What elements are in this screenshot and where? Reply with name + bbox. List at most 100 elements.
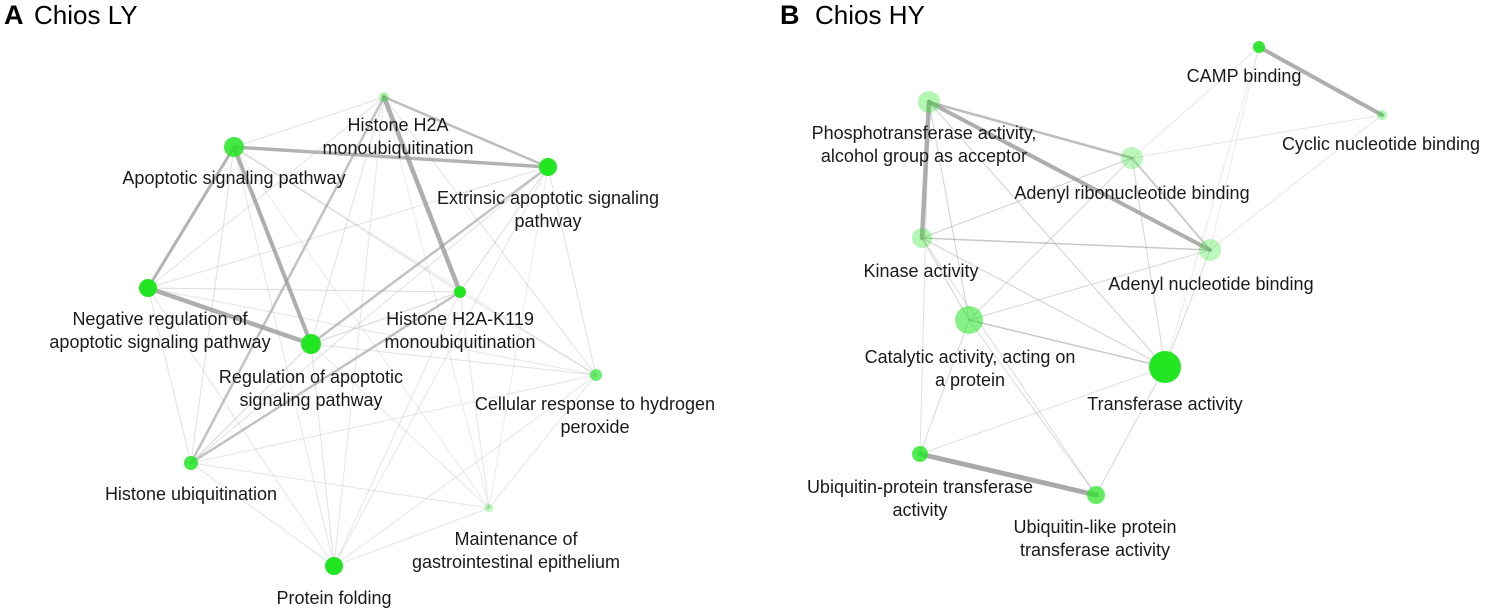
panel-a-edge-k119-gastro [459,291,490,509]
panel-b-edge-cat-adnuc [968,249,1211,321]
panel-a-edge-k119-reg [310,291,461,345]
panel-a-edge-h2a-reg [310,96,385,345]
panel-a-edge-h2a-k119 [381,94,463,295]
panel-b-label-trans: Transferase activity [1087,394,1242,414]
panel-a-edge-hubi-gastro [190,462,490,509]
panel-a-node-reg [301,334,321,354]
panel-b-nodes [912,41,1387,504]
panel-b-edge-cat-trans [968,319,1166,368]
panel-b-label-cyc-line: Cyclic nucleotide binding [1282,134,1480,154]
panel-a-label-h2a: Histone H2A monoubiquitination [322,115,473,158]
panel-b-label-ubp-line: activity [892,500,947,520]
panel-b-edge-phos-cat [928,101,970,321]
panel-a-edge-fold-gastro [333,507,490,567]
panel-a-node-hubi [184,456,198,470]
panel-a-nodes [139,92,602,575]
panel-a-label-h2a-line: Histone H2A [347,115,448,135]
panel-b-letter: B [780,0,800,30]
panel-a-edge-apop-reg [232,145,313,346]
panel-a-title: Chios LY [34,0,138,30]
panel-b-node-trans [1149,351,1181,383]
panel-b-node-kin [912,228,932,248]
panel-a-label-neg-line: Negative regulation of [72,309,248,329]
panel-a-label-apop-line: Apoptotic signaling pathway [122,168,345,188]
panel-a-node-k119 [454,286,466,298]
panel-b-node-cyc [1377,110,1387,120]
panel-b-edge-camp-cyc [1257,45,1384,117]
panel-a-edge-neg-hubi [147,287,192,464]
panel-a-edge-apop-neg [146,145,236,290]
panel-a-label-gastro-line: gastrointestinal epithelium [412,552,620,572]
panel-b-label-phos-line: Phosphotransferase activity, [812,123,1037,143]
panel-a-edge-hubi-fold [190,462,335,567]
panel-b-node-adnuc [1199,239,1221,261]
panel-b-edge-phos-adribo [927,100,1134,160]
panel-b-edge-adnuc-camp [1209,46,1260,251]
panel-a-label-h2o2: Cellular response to hydrogen peroxide [475,394,715,437]
panel-a-node-extr [539,158,557,176]
panel-a-label-reg-line: Regulation of apoptotic [219,367,403,387]
panel-b-edge-adribo-cyc [1131,114,1383,159]
panel-a-edge-h2a-neg [147,96,385,289]
panel-b-node-cat [955,306,983,334]
panel-a-edge-neg-k119 [147,287,461,293]
panel-b-edge-kin-trans [921,237,1166,368]
panel-b-label-cat-line: a protein [935,370,1005,390]
panel-a-label-k119-line: Histone H2A-K119 [386,309,534,329]
panel-a-label-gastro: Maintenance of gastrointestinal epitheliu… [412,529,620,572]
panel-a-edge-h2o2-fold [333,374,597,567]
panel-a-edge-extr-h2o2 [547,166,597,376]
panel-a-label-h2o2-line: Cellular response to hydrogen [475,394,715,414]
panel-b-edge-phos-ubp [919,101,930,455]
panel-b-node-adribo [1121,147,1143,169]
panel-b-label-trans-line: Transferase activity [1087,394,1242,414]
panel-a-edge-k119-hubi [189,290,462,465]
panel-a-edge-reg-hubi [190,343,312,464]
panel-b-edge-cat-ubp [919,319,970,455]
panel-a-label-hubi-line: Histone ubiquitination [105,484,277,504]
panel-a-edge-apop-h2o2 [233,146,597,376]
panel-a-node-h2o2 [590,369,602,381]
panel-a-node-neg [139,279,157,297]
panel-a-node-apop [224,137,244,157]
panel-a-label-h2o2-line: peroxide [560,417,629,437]
panel-a-edge-h2a-extr [382,95,550,169]
panel-a-edge-apop-gastro [233,146,490,509]
panel-b-edge-kin-cat [921,237,970,321]
panel-b-edge-kin-ubl [921,237,1097,496]
panel-a-edge-extr-reg [309,165,550,346]
panel-b-label-kin-line: Kinase activity [863,261,978,281]
panel-b-edge-cat-adribo [968,157,1133,321]
panel-b-edge-kin-adnuc [921,237,1211,251]
panel-a-edge-k119-h2o2 [459,291,597,376]
panel-a-edge-h2o2-hubi [190,374,597,464]
panel-b-node-ubp [912,446,928,462]
panel-a-edge-reg-h2o2 [310,343,597,376]
panel-b-label-ubp-line: Ubiquitin-protein transferase [807,477,1033,497]
panel-a-edge-h2o2-gastro [488,374,597,509]
panel-b-edges [917,45,1384,498]
panel-b-edge-adnuc-cyc [1209,114,1383,251]
panel-a-label-apop: Apoptotic signaling pathway [122,168,345,188]
panel-b-label-adribo: Adenyl ribonucleotide binding [1014,183,1249,203]
panel-a-edge-extr-fold [333,166,549,567]
panel-b-label-adnuc-line: Adenyl nucleotide binding [1108,274,1313,294]
panel-b-edge-phos-kin [919,99,932,241]
panel-b-node-phos [918,91,940,113]
panel-b-node-camp [1253,41,1265,53]
panel-a-label-extr-line: Extrinsic apoptotic signaling [437,188,659,208]
panel-a-edge-h2a-h2o2 [383,96,597,376]
panel-b-label-phos-line: alcohol group as acceptor [821,146,1027,166]
panel-a-edge-neg-fold [147,287,335,567]
panel-b-edge-adribo-camp [1131,46,1260,159]
panel-a-label-h2a-line: monoubiquitination [322,138,473,158]
panel-a-letter: A [4,0,24,30]
panel-a-label-gastro-line: Maintenance of [454,529,578,549]
panel-a-edge-k119-fold [333,291,461,567]
